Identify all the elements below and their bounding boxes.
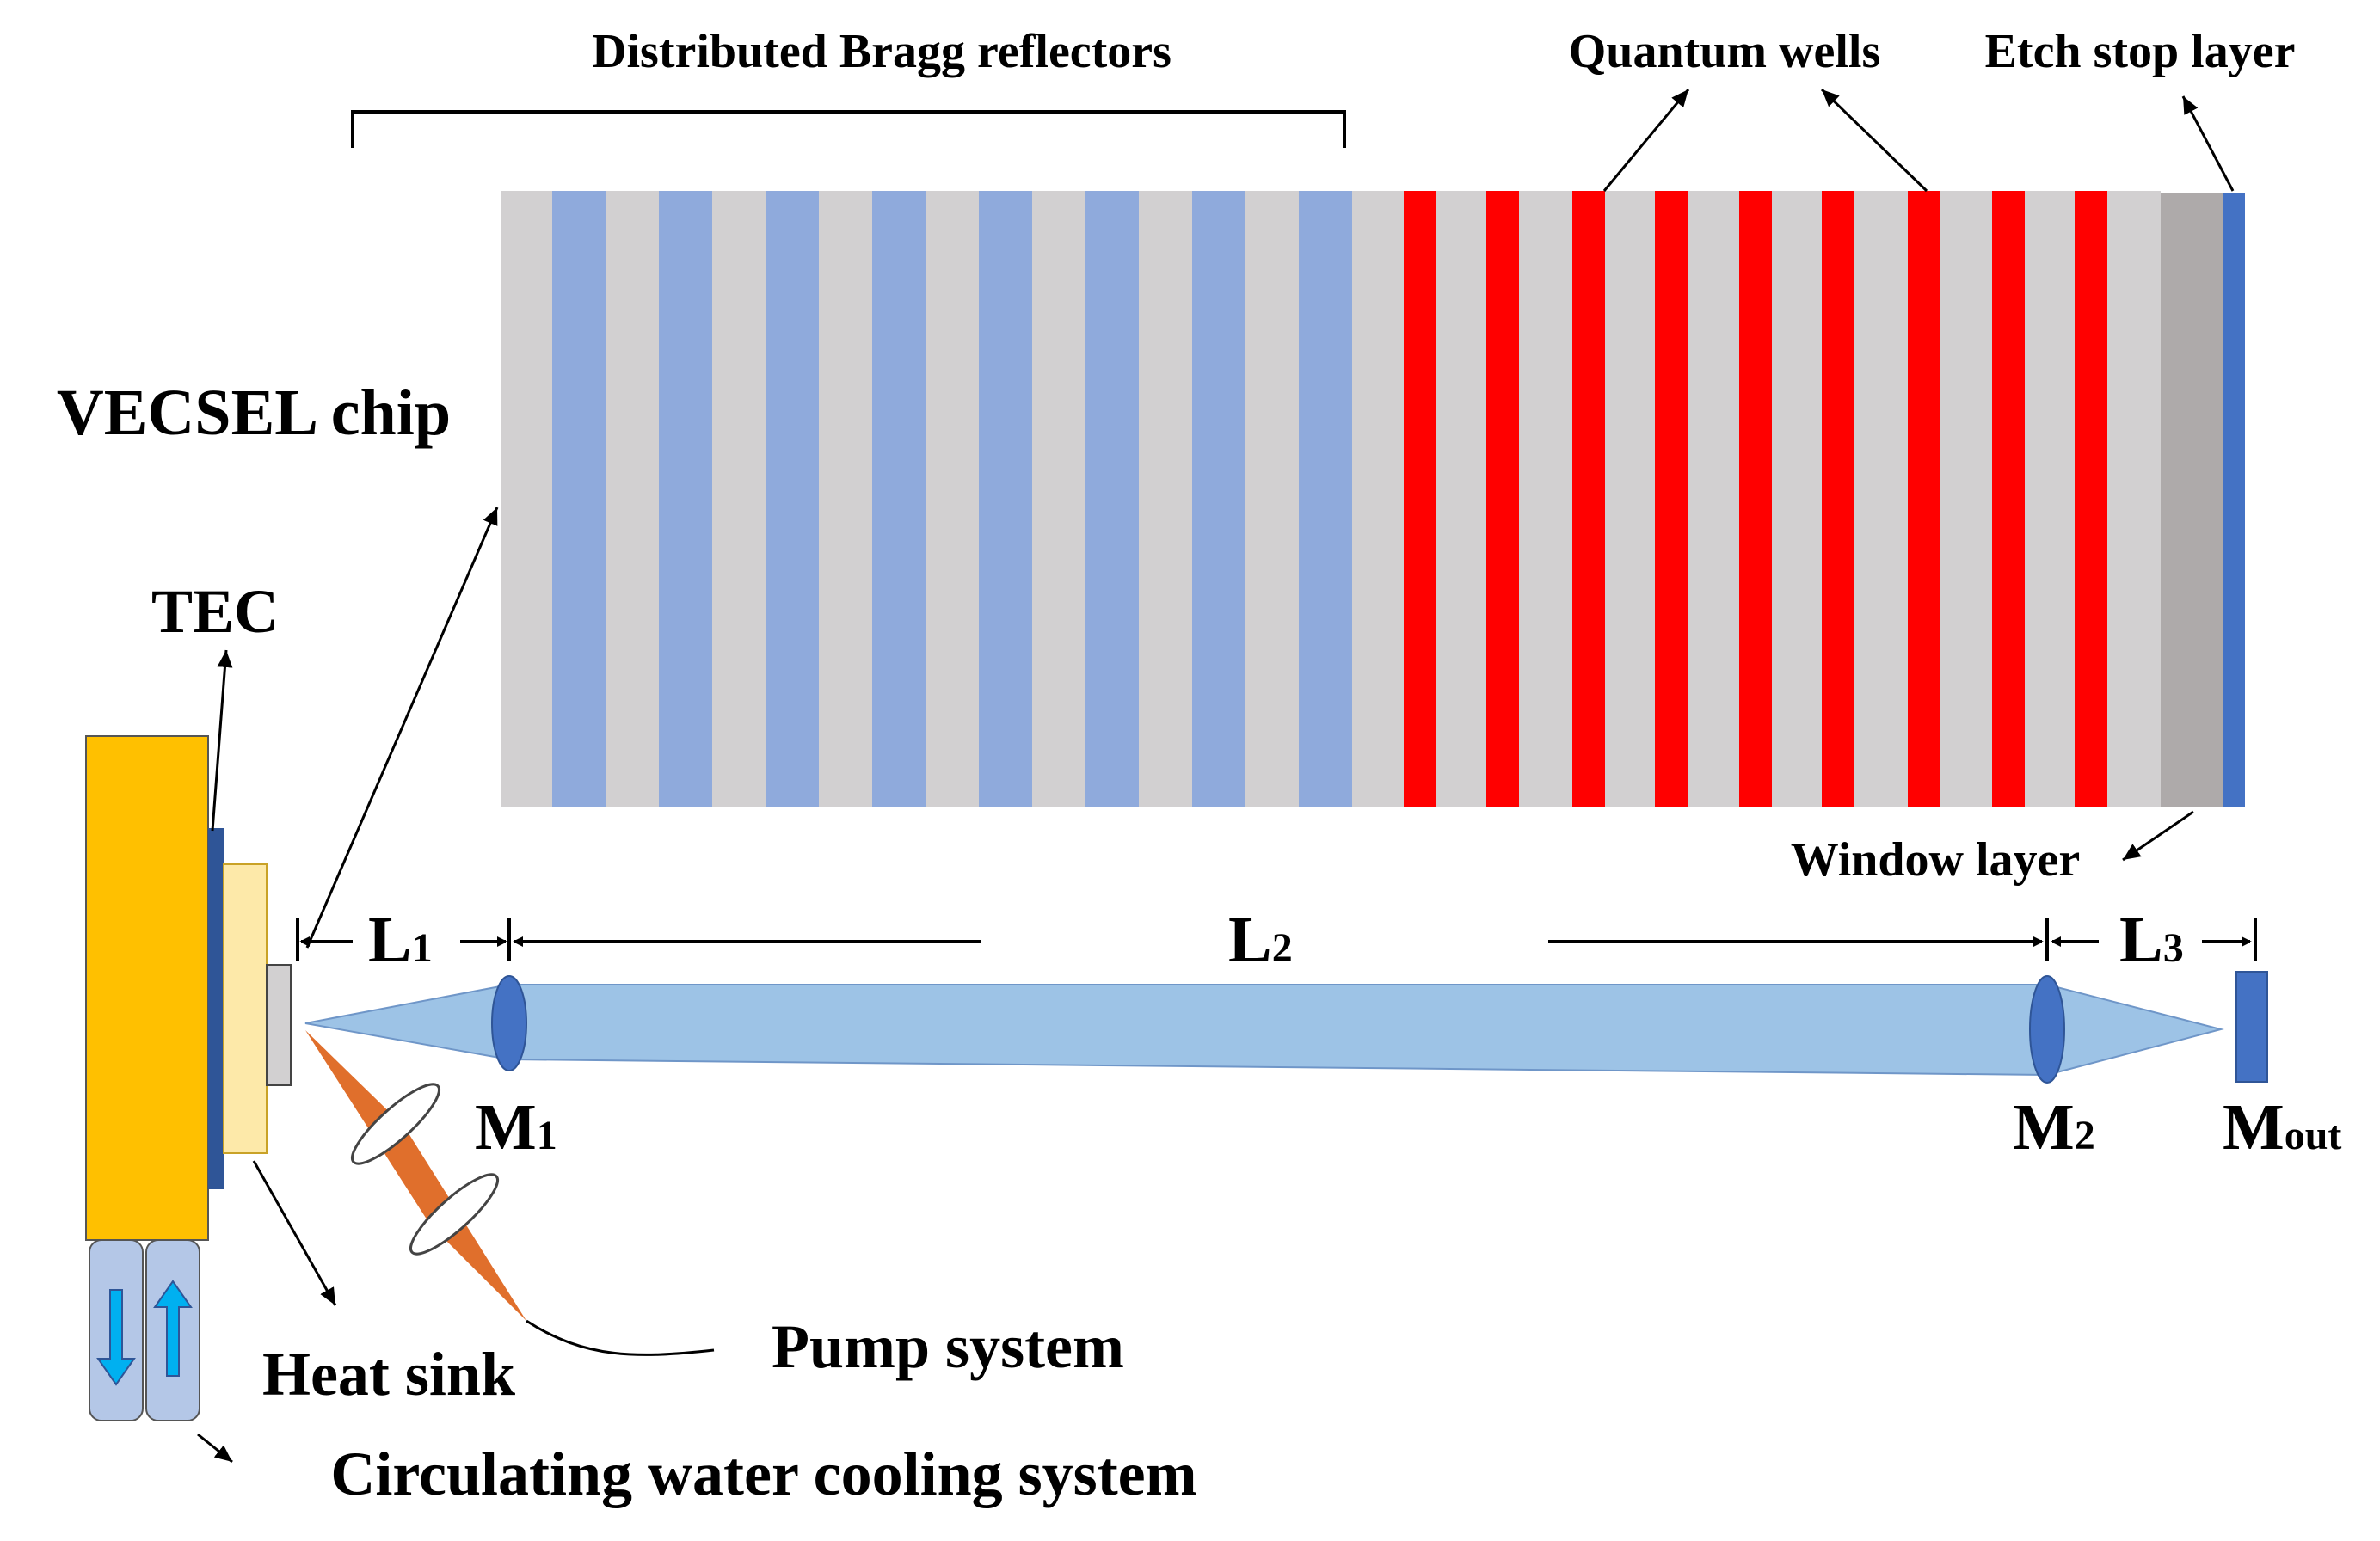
m2-label: M2	[2013, 1091, 2095, 1163]
dbr-layer	[1192, 191, 1245, 807]
cooling-arrow	[197, 1433, 233, 1464]
etch-stop-layer-block	[2223, 193, 2245, 807]
quantum-well-layer	[1908, 191, 1940, 807]
qw-arrow-left	[1602, 89, 1690, 192]
quantum-well-layer	[1404, 191, 1436, 807]
quantum-wells-label: Quantum wells	[1569, 25, 1881, 78]
dbr-layers	[552, 191, 1352, 807]
cavity-beam	[304, 984, 2224, 1077]
layer-stack	[501, 191, 2245, 807]
chip-pointer-arrow	[305, 507, 499, 949]
mount-assembly	[85, 735, 292, 1421]
pump-lens-2-icon	[409, 1173, 500, 1256]
window-layer-arrow	[2122, 810, 2194, 862]
quantum-well-layer	[1739, 191, 1772, 807]
quantum-well-layer	[1822, 191, 1854, 807]
window-layer-block	[2161, 193, 2223, 807]
dbr-layer	[872, 191, 926, 807]
cooling-label: Circulating water cooling system	[330, 1440, 1196, 1508]
tec-plate	[208, 828, 224, 1189]
heat-sink-arrow	[252, 1160, 337, 1306]
tec-arrow	[211, 649, 233, 832]
distance-markers	[296, 918, 2257, 961]
dbr-layer	[1299, 191, 1352, 807]
dbr-layer	[766, 191, 819, 807]
water-up-arrow-icon	[153, 1280, 193, 1377]
vecsel-chip-block	[266, 964, 292, 1086]
pump-lens-1-icon	[350, 1083, 441, 1165]
m1-label: M1	[475, 1091, 557, 1163]
quantum-well-layer	[1486, 191, 1519, 807]
pump-leader-line	[526, 1319, 715, 1356]
l1-label: L1	[368, 904, 433, 976]
qw-arrow-right	[1820, 88, 1928, 193]
water-down-arrow-icon	[96, 1289, 136, 1386]
l3-label: L3	[2119, 904, 2184, 976]
pump-system-label: Pump system	[772, 1312, 1124, 1381]
tec-label: TEC	[151, 577, 279, 646]
dbr-layer	[979, 191, 1032, 807]
quantum-well-layer	[2075, 191, 2107, 807]
l2-label: L2	[1228, 904, 1293, 976]
mirror-mout-icon	[2235, 971, 2268, 1083]
thermal-spreader	[223, 863, 268, 1154]
dbr-bracket	[351, 110, 1346, 148]
dbr-layer	[1085, 191, 1139, 807]
dbr-layer	[659, 191, 712, 807]
pump-beam	[305, 1030, 526, 1321]
etch-stop-label: Etch stop layer	[1985, 25, 2296, 78]
heat-sink-label: Heat sink	[262, 1340, 515, 1409]
dbr-label: Distributed Bragg reflectors	[592, 25, 1172, 78]
mirror-m2-icon	[2029, 975, 2065, 1084]
quantum-well-layer	[1572, 191, 1605, 807]
vecsel-chip-label: VECSEL chip	[57, 377, 451, 449]
dbr-layer	[552, 191, 606, 807]
quantum-well-layers	[1404, 191, 2107, 807]
mirror-m1-icon	[491, 975, 527, 1071]
etch-stop-arrow	[2181, 95, 2235, 192]
quantum-well-layer	[1655, 191, 1688, 807]
window-layer-label: Window layer	[1791, 833, 2081, 887]
quantum-well-layer	[1992, 191, 2025, 807]
mout-label: Mout	[2223, 1091, 2341, 1163]
heat-sink-block	[85, 735, 209, 1241]
